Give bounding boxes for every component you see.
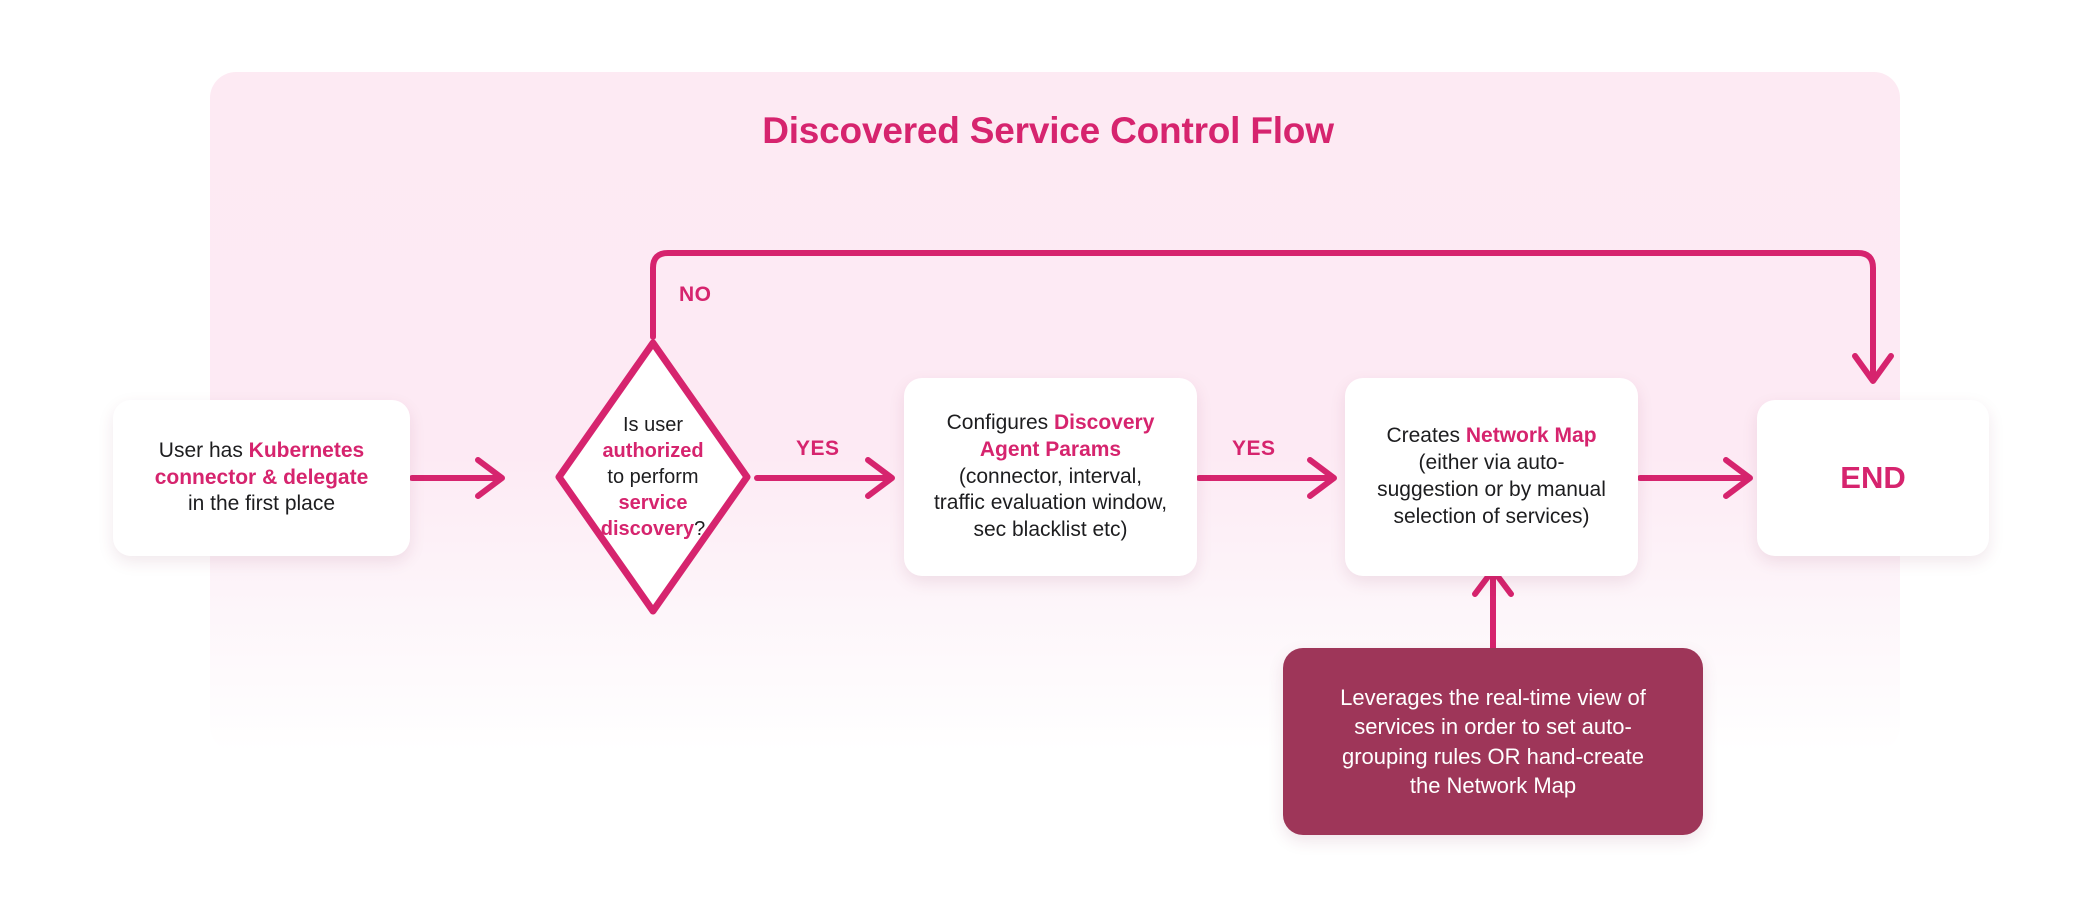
diamond-shape — [555, 339, 751, 615]
page-title: Discovered Service Control Flow — [762, 110, 1334, 151]
edge-label-yes-config: YES — [1232, 437, 1276, 460]
edge-label-yes-decision: YES — [796, 437, 840, 460]
edge-label-no: NO — [679, 283, 712, 306]
node-end-label: END — [1840, 460, 1906, 496]
node-end[interactable]: END — [1757, 400, 1989, 556]
node-netmap-text: Creates Network Map(either via auto-sugg… — [1377, 424, 1606, 528]
node-creates-network-map[interactable]: Creates Network Map(either via auto-sugg… — [1345, 378, 1638, 576]
